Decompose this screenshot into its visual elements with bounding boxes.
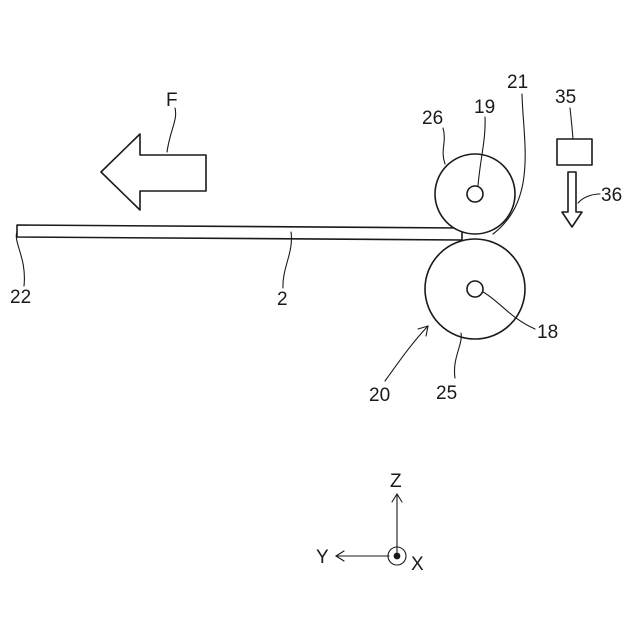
label-feed-direction: F — [166, 90, 178, 111]
label-upper-roller: 26 — [422, 108, 443, 129]
x-axis-dot — [394, 553, 401, 560]
sensor-box — [557, 139, 592, 165]
label-sheet: 2 — [277, 289, 288, 310]
leader-feed-direction — [167, 108, 176, 152]
leader-sensor — [570, 108, 573, 139]
beam-arrow — [562, 172, 582, 227]
label-axis-y: Y — [316, 547, 329, 568]
label-lower-roller: 25 — [436, 383, 457, 404]
label-sensor: 35 — [555, 87, 576, 108]
leader-upper-roller — [443, 128, 445, 164]
sheet — [17, 225, 462, 240]
leader-lower-roller — [454, 333, 461, 378]
leader-sheet-end — [16, 232, 24, 286]
unit-arrow-line — [385, 326, 428, 381]
upper-roller — [435, 154, 515, 234]
leader-beam — [578, 194, 600, 203]
label-nip: 21 — [507, 72, 528, 93]
leader-sheet — [283, 232, 292, 288]
label-unit: 20 — [369, 385, 390, 406]
label-upper-shaft: 19 — [474, 97, 495, 118]
label-beam: 36 — [601, 185, 622, 206]
feed-direction-arrow — [101, 134, 206, 210]
label-axis-x: X — [411, 554, 424, 575]
label-lower-shaft: 18 — [537, 322, 558, 343]
label-axis-z: Z — [390, 471, 402, 492]
label-sheet-end: 22 — [10, 287, 31, 308]
lower-roller — [425, 239, 525, 339]
